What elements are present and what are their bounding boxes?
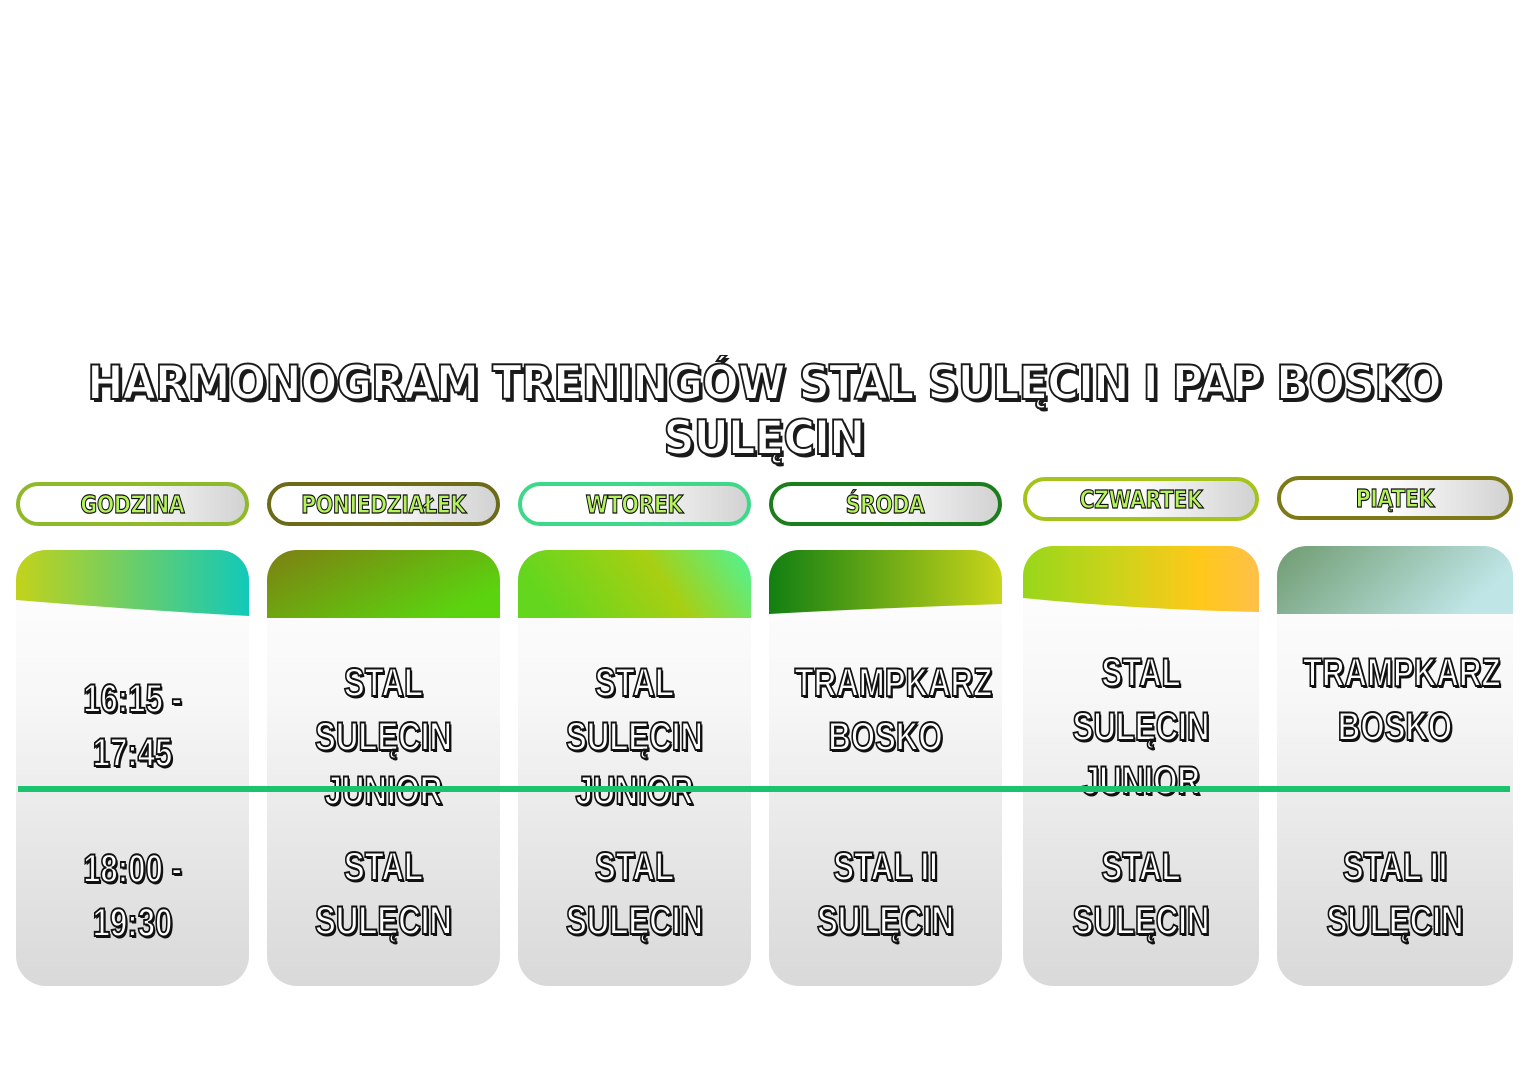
column-wtorek: STAL SULĘCIN JUNIOR STAL SULĘCIN [518,550,751,986]
slot2-text: STAL SULĘCIN [565,844,704,944]
header-piatek: PIĄTEK [1277,476,1513,520]
slot1-text: STAL SULĘCIN JUNIOR [565,660,704,814]
header-label: WTOREK [585,489,684,519]
column-piatek: TRAMPKARZ BOSKO STAL II SULĘCIN [1277,546,1513,986]
column-header-band [267,550,500,618]
slot2-text: STAL SULĘCIN [314,844,453,944]
header-poniedzialek: PONIEDZIAŁEK [267,482,500,526]
column-header-band [769,550,1002,614]
column-header-band [1277,546,1513,614]
column-header-band [16,550,249,616]
column-header-band [518,550,751,618]
header-godzina: GODZINA [16,482,249,526]
slot1-text: 16:15 - 17:45 [82,676,182,776]
slot2-text: 18:00 - 19:30 [82,846,182,946]
header-label: PONIEDZIAŁEK [301,489,467,519]
header-label: GODZINA [80,489,185,519]
column-header-band [1023,546,1259,612]
column-czwartek: STAL SULĘCIN JUNIOR STAL SULĘCIN [1023,546,1259,986]
slot1-text: STAL SULĘCIN JUNIOR [314,660,453,814]
slot1-text: TRAMPKARZ BOSKO [1302,650,1501,750]
header-sroda: ŚRODA [769,482,1002,526]
slot2-text: STAL II SULĘCIN [1326,844,1465,944]
header-wtorek: WTOREK [518,482,751,526]
header-label: PIĄTEK [1355,483,1435,513]
slot2-text: STAL SULĘCIN [1072,844,1211,944]
slot1-text: TRAMPKARZ BOSKO [794,660,993,760]
column-godzina: 16:15 - 17:45 18:00 - 19:30 [16,550,249,986]
header-label: CZWARTEK [1079,484,1203,514]
header-label: ŚRODA [846,489,926,519]
slot1-text: STAL SULĘCIN JUNIOR [1072,650,1211,804]
slot2-text: STAL II SULĘCIN [816,844,955,944]
page-title: HARMONOGRAM TRENINGÓW STAL SULĘCIN I PAP… [86,355,1442,467]
header-czwartek: CZWARTEK [1023,477,1259,521]
column-sroda: TRAMPKARZ BOSKO STAL II SULĘCIN [769,550,1002,986]
column-poniedzialek: STAL SULĘCIN JUNIOR STAL SULĘCIN [267,550,500,986]
row-divider [18,786,1510,792]
